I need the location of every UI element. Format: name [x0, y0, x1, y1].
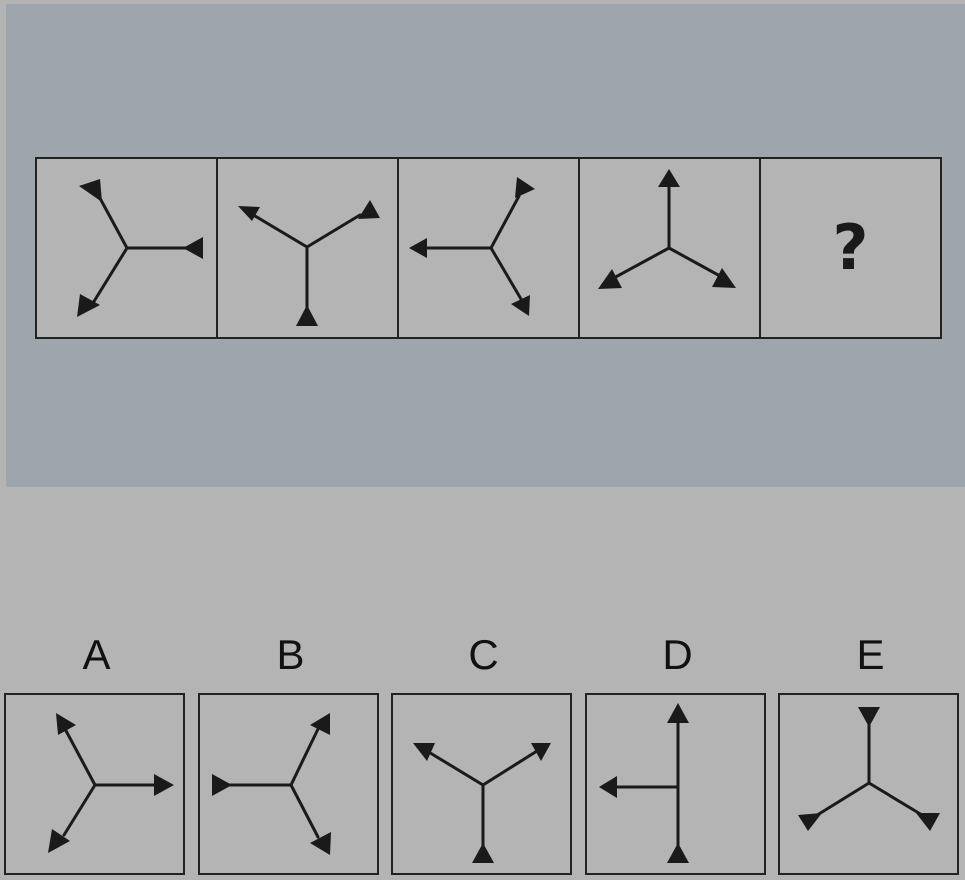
option-label-c: C [468, 631, 499, 678]
missing-figure-cell: ? [759, 157, 940, 339]
sequence-row: ? [35, 157, 942, 339]
option-d-glyph [599, 703, 689, 863]
figure-2-glyph [238, 200, 380, 326]
sequence-figure-2 [216, 157, 397, 339]
option-d[interactable] [585, 693, 766, 875]
question-panel: ? [6, 4, 965, 487]
option-a[interactable] [4, 693, 185, 875]
option-c-glyph [413, 743, 551, 863]
sequence-figure-4 [578, 157, 759, 339]
figure-3-glyph [409, 177, 535, 316]
option-b-glyph [212, 713, 331, 855]
option-label-b: B [276, 631, 305, 678]
option-e[interactable] [778, 693, 959, 875]
option-c[interactable] [391, 693, 572, 875]
figure-1-glyph [77, 179, 203, 317]
option-a-glyph [48, 713, 174, 853]
option-label-d: D [662, 631, 693, 678]
option-b[interactable] [198, 693, 379, 875]
option-label-e: E [856, 631, 885, 678]
sequence-figure-1 [35, 157, 216, 339]
figure-4-glyph [598, 169, 736, 289]
option-label-a: A [82, 631, 111, 678]
option-e-glyph [798, 707, 940, 831]
question-mark: ? [832, 211, 869, 284]
sequence-figure-3 [397, 157, 578, 339]
